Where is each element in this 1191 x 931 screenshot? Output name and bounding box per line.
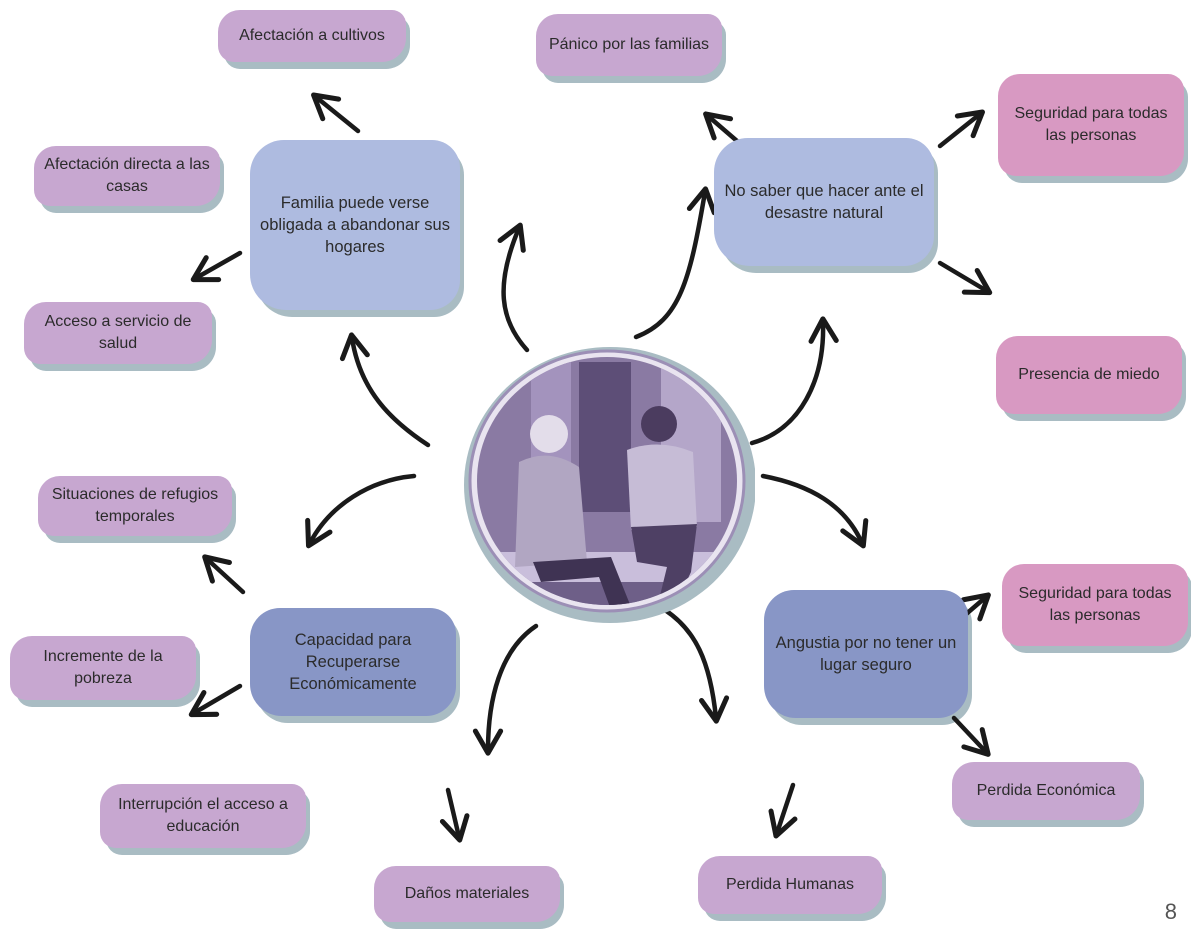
hub-abandon-homes: Familia puede verse obligada a abandonar… <box>250 140 464 317</box>
arrow-unknown-to-fear <box>937 260 993 296</box>
effect-education: Interrupción el acceso a educación <box>100 784 310 855</box>
effect-safety-bottom-label: Seguridad para todas las personas <box>1018 585 1172 624</box>
effect-economic-loss-label: Perdida Económica <box>976 782 1116 800</box>
effect-health: Acceso a servicio de salud <box>24 302 216 371</box>
effect-shelters-label: Situaciones de refugios temporales <box>51 486 219 525</box>
effect-panic: Pánico por las familias <box>536 14 726 83</box>
arrow-abandon-to-health <box>190 250 243 283</box>
hub-no-safe-place-label: Angustia por no tener un lugar seguro <box>775 633 957 674</box>
effect-material-label: Daños materiales <box>404 885 530 903</box>
arrow-nosafe-to-loss <box>951 715 991 757</box>
effect-poverty-label: Incremente de la pobreza <box>43 648 163 687</box>
effect-material: Daños materiales <box>374 866 564 929</box>
arrow-center-to-human <box>662 607 730 724</box>
arrow-center-to-unknown-2 <box>749 316 839 446</box>
effect-fear: Presencia de miedo <box>996 336 1186 421</box>
arrow-center-to-material-2 <box>439 787 470 843</box>
arrow-center-to-unknown <box>633 186 717 340</box>
effect-shelters: Situaciones de refugios temporales <box>38 476 236 543</box>
effect-poverty: Incremente de la pobreza <box>10 636 200 707</box>
elderly-man-figure <box>515 415 631 605</box>
hub-no-safe-place: Angustia por no tener un lugar seguro <box>764 590 972 725</box>
arrow-center-to-abandon-2 <box>497 222 530 353</box>
effect-houses: Afectación directa a las casas <box>34 146 224 213</box>
effect-health-label: Acceso a servicio de salud <box>44 313 192 352</box>
effect-crops-label: Afectación a cultivos <box>239 27 385 45</box>
effect-economic-loss: Perdida Económica <box>952 762 1144 827</box>
hub-abandon-homes-label: Familia puede verse obligada a abandonar… <box>260 193 450 257</box>
effect-fear-label: Presencia de miedo <box>1018 366 1160 384</box>
arrow-abandon-to-crops <box>311 92 361 134</box>
effect-education-label: Interrupción el acceso a educación <box>118 796 288 835</box>
hub-unknown-action-label: No saber que hacer ante el desastre natu… <box>724 181 924 222</box>
page-number: 8 <box>1164 899 1177 924</box>
effect-human: Perdida Humanas <box>698 856 886 921</box>
arrow-center-to-recovery <box>305 473 417 549</box>
effect-safety-bottom: Seguridad para todas las personas <box>1002 564 1191 653</box>
hub-economic-recovery-label: Capacidad para Recuperarse Económicament… <box>289 630 417 694</box>
arrow-center-to-nosafe <box>760 473 869 549</box>
arrow-recovery-to-shelters <box>202 554 246 595</box>
hub-unknown-action: No saber que hacer ante el desastre natu… <box>714 138 938 273</box>
arrow-unknown-to-safety <box>937 109 985 149</box>
photo-door <box>579 362 631 512</box>
arrow-center-to-abandon <box>339 332 431 448</box>
effect-safety-top: Seguridad para todas las personas <box>998 74 1188 183</box>
arrow-nosafe-to-human <box>768 782 798 839</box>
effect-houses-label: Afectación directa a las casas <box>44 156 210 195</box>
effect-crops: Afectación a cultivos <box>218 10 410 69</box>
effect-safety-top-label: Seguridad para todas las personas <box>1014 105 1168 144</box>
hub-economic-recovery: Capacidad para Recuperarse Económicament… <box>250 608 460 723</box>
center-photo <box>464 347 755 623</box>
effect-panic-label: Pánico por las familias <box>548 36 710 54</box>
arrow-center-to-material <box>472 623 539 756</box>
effect-human-label: Perdida Humanas <box>725 876 855 894</box>
arrow-recovery-to-poverty <box>188 683 243 718</box>
